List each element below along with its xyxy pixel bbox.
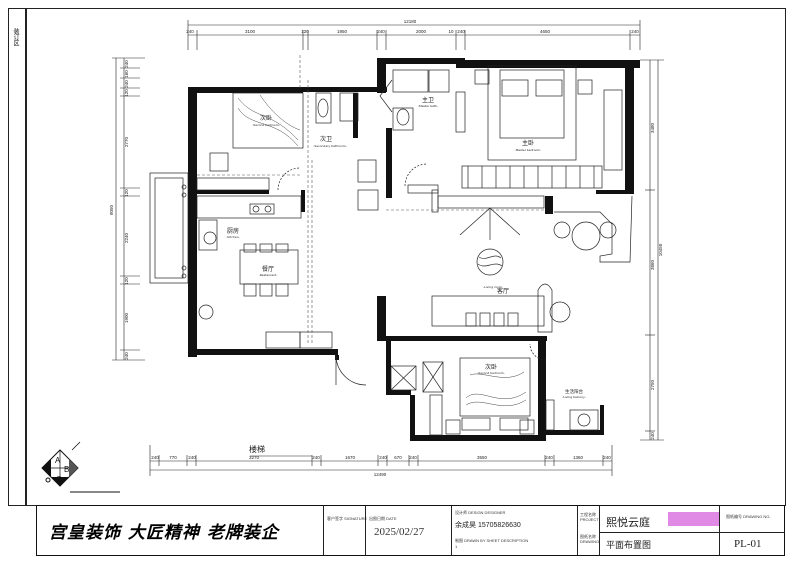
- room-second-bath-en: -Secondary bathroom-: [313, 144, 347, 148]
- dim-left-overall: 8050: [109, 204, 114, 215]
- dim-left-6: 2240: [124, 232, 129, 243]
- owner-cell: 客户签字 SIGNATURE: [323, 506, 368, 555]
- room-restaurant-en: -Restaurant-: [259, 273, 278, 277]
- designer-cell: 设计师 DESIGN DESIGNER 余成昊 15705826630 制图 D…: [451, 506, 577, 555]
- abc-logo: A B C: [41, 441, 120, 493]
- room-living-balcony-en: -Living balcony-: [562, 395, 586, 399]
- label-cell: 工程名称 PROJECT 图纸名称 DRAWING: [577, 506, 599, 555]
- dim-bottom-3: 3270: [249, 455, 260, 460]
- sheet-number: PL-01: [734, 538, 762, 550]
- dim-top-overall: 12180: [404, 19, 417, 24]
- dim-bottom-11: 1360: [573, 455, 584, 460]
- dim-top-0: 240: [186, 29, 194, 34]
- dim-bottom-2: 240: [188, 455, 196, 460]
- date-cell: 出图日期 DATE 2025/02/27: [365, 506, 451, 555]
- logo-letter-c: C: [56, 475, 62, 484]
- dim-bottom-overall: 12490: [374, 472, 387, 477]
- top-dimension-chain: [187, 20, 641, 50]
- dim-bottom-4: 240: [312, 455, 320, 460]
- dim-left-0: 240: [124, 60, 129, 68]
- dim-top-9: 240: [631, 29, 639, 34]
- left-dimension-chain: [112, 57, 145, 361]
- circulation-lines: [197, 55, 545, 345]
- designer-label: 设计师 DESIGN DESIGNER: [455, 510, 506, 515]
- room-second-bedroom-1-cn: 次卧: [260, 114, 272, 122]
- room-second-bedroom-2-en: -Second bedroom-: [477, 371, 505, 375]
- dim-left-4: 2770: [124, 136, 129, 147]
- date-label: 出图日期 DATE: [369, 516, 397, 521]
- room-kitchen-en: -Kitchen-: [226, 235, 239, 239]
- dim-right-overall: 10450: [658, 243, 663, 256]
- room-master-bath-en: -Master bath-: [418, 104, 438, 108]
- room-kitchen-cn: 厨房: [227, 227, 239, 235]
- binding-strip: [8, 8, 26, 506]
- dim-left-1: 160: [124, 70, 129, 78]
- logo-letter-a: A: [55, 456, 61, 465]
- binding-label: 装订区: [12, 28, 18, 46]
- dim-bottom-0: 240: [151, 455, 159, 460]
- room-second-bedroom-1-en: -Second bedroom-: [252, 123, 280, 127]
- dim-top-5: 2000: [416, 29, 427, 34]
- dim-top-4: 240: [377, 29, 385, 34]
- dim-bottom-8: 240: [409, 455, 417, 460]
- interior-lines: [149, 65, 633, 436]
- drawing-date: 2025/02/27: [374, 526, 425, 538]
- dim-bottom-10: 240: [545, 455, 553, 460]
- dim-top-8: 4650: [540, 29, 551, 34]
- dim-left-7: 120: [124, 277, 129, 285]
- dim-top-6: 10: [448, 29, 454, 34]
- drawing-title: 平面布置图: [606, 541, 652, 551]
- dim-top-1: 3100: [245, 29, 256, 34]
- dim-left-2: 240: [124, 80, 129, 88]
- dim-bottom-12: 240: [603, 455, 611, 460]
- dim-top-2: 120: [301, 29, 309, 34]
- drafter-value: 1: [455, 544, 458, 549]
- dim-right-3: 240: [650, 432, 655, 440]
- dim-bottom-1: 770: [169, 455, 177, 460]
- room-stairs: 楼梯: [249, 444, 265, 454]
- dim-bottom-7: 670: [394, 455, 402, 460]
- right-dimension-chain: [640, 59, 664, 441]
- owner-label: 客户签字 SIGNATURE: [327, 516, 368, 521]
- dim-left-3: 120: [124, 89, 129, 97]
- sheet-number-cell: 图纸编号 DRAWING NO. PL-01: [719, 506, 785, 555]
- dim-left-8: 1900: [124, 312, 129, 323]
- dim-left-5: 120: [124, 189, 129, 197]
- drawing-name-label: 图纸名称 DRAWING: [580, 534, 600, 544]
- exterior-walls: [188, 58, 640, 441]
- dim-top-3: 1950: [337, 29, 348, 34]
- room-living-room-cn: 客厅: [497, 287, 509, 295]
- room-second-bath-cn: 次卫: [320, 135, 332, 143]
- room-living-room-en: -Living room-: [483, 285, 503, 289]
- dim-bottom-5: 1670: [345, 455, 356, 460]
- dim-bottom-9: 3550: [477, 455, 488, 460]
- room-master-bedroom-cn: 主卧: [522, 139, 534, 147]
- sheet-no-label: 图纸编号 DRAWING NO.: [726, 514, 771, 519]
- dim-right-0: 3480: [650, 122, 655, 133]
- floor-plan: 12180 240 3100 120 1950 240 2000 10 240 …: [41, 19, 664, 493]
- dim-top-7: 240: [457, 29, 465, 34]
- title-block: 宫皇装饰 大匠精神 老牌装企 客户签字 SIGNATURE 出图日期 DATE …: [36, 505, 785, 556]
- dim-right-2: 2750: [650, 379, 655, 390]
- project-cell: 熙悦云庭 平面布置图: [599, 506, 720, 555]
- room-second-bedroom-2-cn: 次卧: [485, 363, 497, 371]
- logo-letter-b: B: [64, 465, 69, 474]
- company-slogan: 宫皇装饰 大匠精神 老牌装企: [49, 523, 279, 543]
- project-label: 工程名称 PROJECT: [580, 512, 599, 522]
- designer-name: 余成昊 15705826630: [455, 522, 521, 529]
- redacted-block: [668, 512, 720, 526]
- dim-right-1: 3860: [650, 259, 655, 270]
- room-restaurant-cn: 餐厅: [262, 265, 274, 273]
- drafter-label: 制图 DRAWN BY SHEET DESCRIPTION: [455, 538, 529, 543]
- room-master-bedroom-en: -Master bedroom-: [515, 148, 542, 152]
- dim-left-9: 240: [124, 352, 129, 360]
- bottom-dimension-chain: [149, 445, 613, 476]
- room-master-bath-cn: 主卫: [422, 96, 434, 104]
- project-name: 熙悦云庭: [606, 516, 650, 529]
- room-living-balcony-cn: 生活阳台: [565, 388, 583, 395]
- dim-bottom-6: 240: [379, 455, 387, 460]
